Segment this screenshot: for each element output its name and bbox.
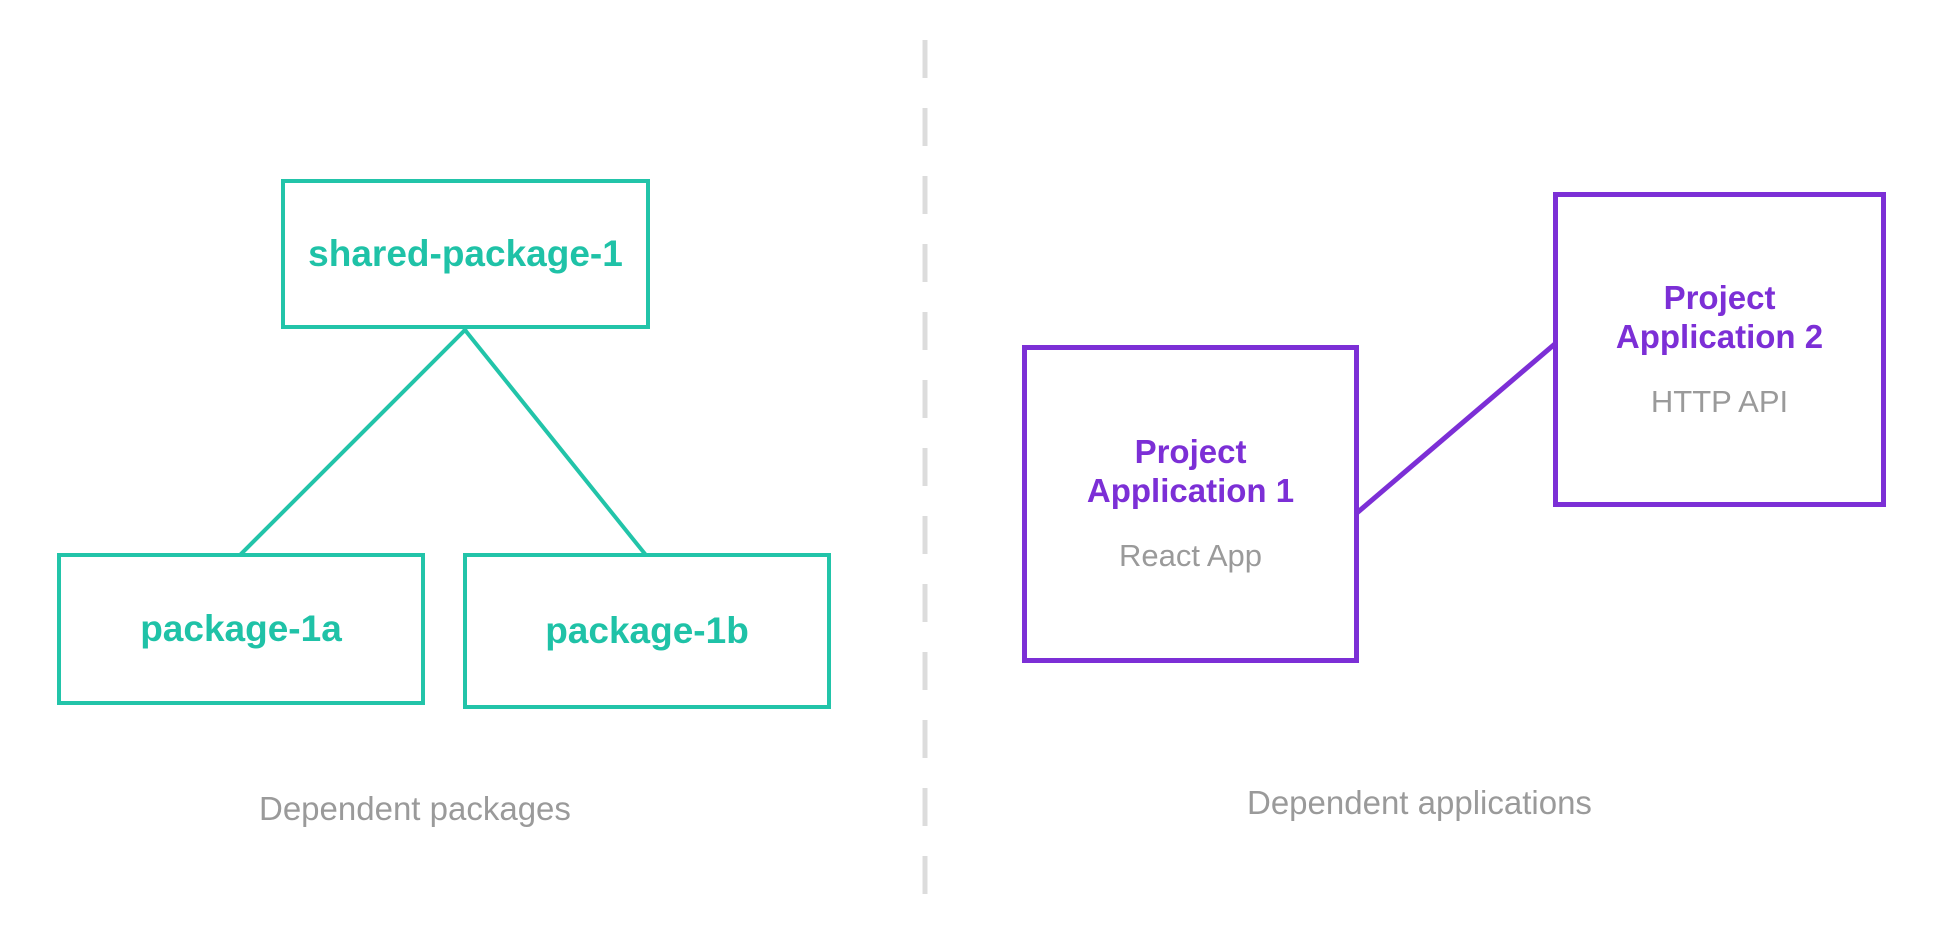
node-project-application-2[interactable]: Project Application 2 HTTP API (1553, 192, 1886, 507)
edge-shared-package-1-to-package-1a (238, 327, 468, 557)
node-subtitle: React App (1118, 538, 1263, 574)
node-title: package-1b (545, 610, 749, 652)
node-shared-package-1[interactable]: shared-package-1 (281, 179, 650, 329)
node-package-1b[interactable]: package-1b (463, 553, 831, 709)
node-package-1a[interactable]: package-1a (57, 553, 425, 705)
node-title: Project Application 1 (1086, 433, 1295, 510)
node-title: shared-package-1 (308, 233, 623, 275)
node-project-application-1[interactable]: Project Application 1 React App (1022, 345, 1359, 663)
node-title: package-1a (140, 608, 342, 650)
edge-project-application-1-to-project-application-2 (1354, 339, 1560, 516)
node-title: Project Application 2 (1615, 278, 1824, 355)
node-subtitle: HTTP API (1650, 383, 1789, 419)
edge-shared-package-1-to-package-1b (462, 327, 648, 557)
caption-dependent-applications: Dependent applications (1247, 784, 1592, 821)
caption-dependent-packages: Dependent packages (259, 790, 571, 827)
